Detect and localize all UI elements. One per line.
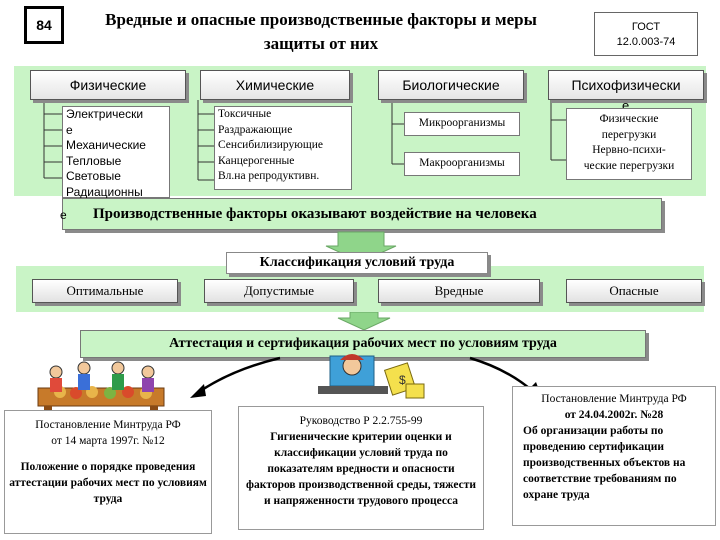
document-right: Постановление Минтруда РФ от 24.04.2002г… bbox=[512, 386, 716, 526]
list-item: Микроорганизмы bbox=[418, 117, 506, 130]
worker-illustration: $ bbox=[318, 354, 425, 399]
list-item: Вл.на репродуктивн. bbox=[218, 170, 320, 182]
category-chemical-label: Химические bbox=[235, 77, 315, 93]
condition-label: Допустимые bbox=[244, 283, 314, 298]
doc-right-line1: Постановление Минтруда РФ bbox=[541, 393, 687, 405]
condition-acceptable: Допустимые bbox=[204, 279, 354, 303]
biological-item-micro: Микроорганизмы bbox=[404, 112, 520, 136]
list-item: Электрически bbox=[66, 107, 144, 121]
psychophysical-items: Физические перегрузки Нервно-психи- ческ… bbox=[566, 108, 692, 180]
gost-box: ГОСТ 12.0.003-74 bbox=[594, 12, 698, 56]
condition-optimal: Оптимальные bbox=[32, 279, 178, 303]
category-physical-label: Физические bbox=[69, 77, 147, 93]
impact-text: Производственные факторы оказывают возде… bbox=[93, 205, 537, 222]
list-item: Макроорганизмы bbox=[419, 157, 505, 170]
document-center: Руководство Р 2.2.755-99 Гигиенические к… bbox=[238, 406, 484, 530]
category-physical: Физические bbox=[30, 70, 186, 100]
list-item: Сенсибилизирующие bbox=[218, 139, 323, 151]
condition-harmful: Вредные bbox=[378, 279, 540, 303]
doc-left-line3: Положение о порядке проведения аттестаци… bbox=[9, 461, 207, 505]
category-psychophysical: Психофизически bbox=[548, 70, 704, 100]
list-item: Тепловые bbox=[66, 153, 122, 168]
svg-text:$: $ bbox=[399, 373, 406, 387]
list-item: е bbox=[66, 122, 73, 137]
market-illustration bbox=[37, 361, 165, 416]
doc-right-line3: Об организации работы по проведению серт… bbox=[523, 425, 686, 501]
page-title: Вредные и опасные производственные факто… bbox=[105, 10, 537, 53]
chemical-items: Токсичные Раздражающие Сенсибилизирующие… bbox=[214, 106, 352, 190]
list-item: ческие перегрузки bbox=[583, 159, 675, 172]
branch-arrows bbox=[190, 356, 542, 398]
category-chemical: Химические bbox=[200, 70, 350, 100]
arrow-down-2 bbox=[337, 311, 391, 331]
classification-title: Классификация условий труда bbox=[226, 252, 488, 274]
document-left: Постановление Минтруда РФ от 14 марта 19… bbox=[4, 410, 212, 534]
list-item: Канцерогенные bbox=[218, 154, 295, 167]
doc-right-line2: от 24.04.2002г. №28 bbox=[564, 409, 664, 421]
doc-left-line2: от 14 марта 1997г. №12 bbox=[51, 435, 165, 447]
gost-label: ГОСТ bbox=[631, 21, 661, 33]
list-item: Нервно-психи- bbox=[592, 144, 666, 156]
list-item: Радиационны bbox=[66, 184, 143, 199]
doc-center-line1: Руководство Р 2.2.755-99 bbox=[299, 415, 423, 427]
list-item: Токсичные bbox=[218, 108, 272, 120]
condition-dangerous: Опасные bbox=[566, 279, 702, 303]
category-biological: Биологические bbox=[378, 70, 524, 100]
doc-center-line2: Гигиенические критерии оценки и классифи… bbox=[245, 431, 476, 507]
list-item: перегрузки bbox=[601, 128, 657, 141]
list-item: Световые bbox=[66, 169, 121, 183]
list-item: Физические bbox=[599, 113, 659, 125]
doc-left-line1: Постановление Минтруда РФ bbox=[35, 419, 181, 431]
category-psychophysical-overflow: е bbox=[622, 98, 630, 113]
condition-label: Опасные bbox=[609, 283, 659, 298]
arrow-left-branch bbox=[195, 356, 281, 396]
category-biological-label: Биологические bbox=[402, 77, 500, 93]
category-psychophysical-label: Психофизически bbox=[571, 77, 681, 93]
page-number: 84 bbox=[24, 6, 64, 44]
attestation-bar: Аттестация и сертификация рабочих мест п… bbox=[80, 330, 646, 358]
condition-label: Оптимальные bbox=[66, 283, 144, 298]
list-item: Раздражающие bbox=[218, 123, 293, 136]
gost-number: 12.0.003-74 bbox=[616, 36, 676, 48]
impact-bar: Производственные факторы оказывают возде… bbox=[62, 198, 662, 230]
biological-item-macro: Макроорганизмы bbox=[404, 152, 520, 176]
physical-items: Электрически е Механические Тепловые Све… bbox=[62, 106, 170, 199]
list-item: Механические bbox=[66, 138, 146, 152]
condition-label: Вредные bbox=[434, 283, 484, 298]
impact-prefix: е bbox=[60, 208, 67, 222]
